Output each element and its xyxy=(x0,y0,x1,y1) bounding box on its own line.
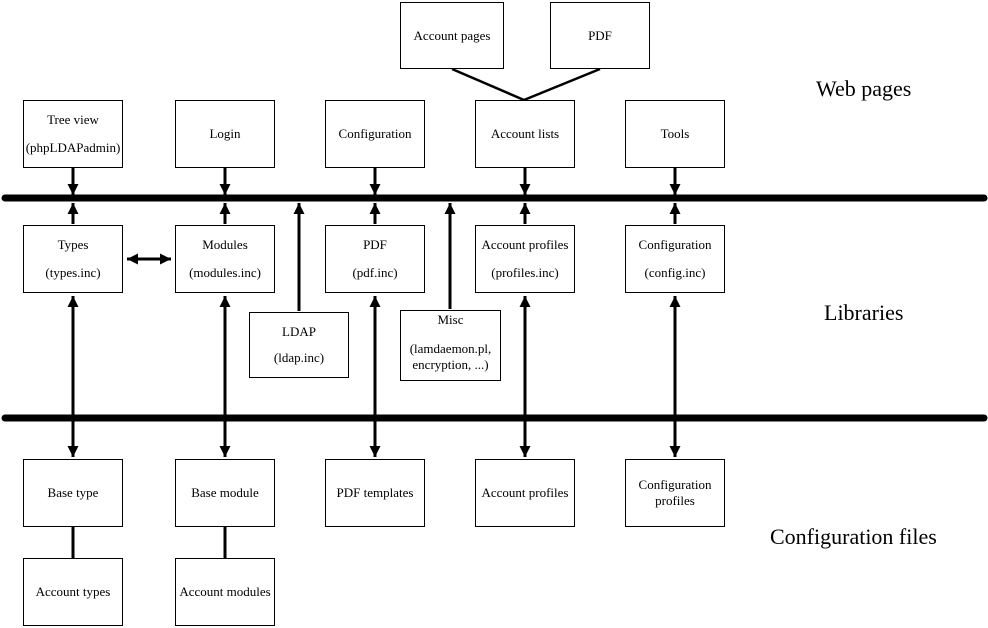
node-account-modules: Account modules xyxy=(175,558,275,626)
node-sublabel: (pdf.inc) xyxy=(352,264,398,280)
node-account-lists: Account lists xyxy=(475,100,575,168)
node-account-pages: Account pages xyxy=(400,2,504,69)
node-account-profiles-file: Account profiles xyxy=(475,459,575,527)
node-label: Login xyxy=(209,126,241,141)
node-label: Types xyxy=(57,237,89,253)
node-label: Configuration xyxy=(638,477,712,492)
node-sublabel: (phpLDAPadmin) xyxy=(25,139,121,155)
node-sublabel: encryption, ...) xyxy=(412,357,489,372)
line-pdf-to-account-lists xyxy=(523,67,601,102)
node-sublabel: profiles xyxy=(655,493,695,508)
section-label-web-pages: Web pages xyxy=(816,76,912,101)
node-pdf-lib: PDF (pdf.inc) xyxy=(325,225,425,293)
section-label-configuration-files: Configuration files xyxy=(770,524,937,549)
node-types: Types (types.inc) xyxy=(23,225,123,293)
node-label: PDF xyxy=(363,237,387,253)
node-base-module: Base module xyxy=(175,459,275,527)
node-modules: Modules (modules.inc) xyxy=(175,225,275,293)
node-label: Tools xyxy=(660,126,690,141)
node-configuration-lib: Configuration (config.inc) xyxy=(625,225,725,293)
node-sublabel: (lamdaemon.pl, xyxy=(409,341,492,356)
node-label: LDAP xyxy=(282,323,316,339)
node-label: Base module xyxy=(191,485,259,500)
node-label: Account profiles xyxy=(481,237,569,253)
node-sublabel: (profiles.inc) xyxy=(491,264,559,280)
section-label-libraries: Libraries xyxy=(824,300,904,325)
node-pdf-templates: PDF templates xyxy=(325,459,425,527)
node-label: Account pages xyxy=(413,27,491,43)
node-label: Base type xyxy=(47,485,99,500)
node-configuration-profiles: Configuration profiles xyxy=(625,459,725,527)
node-label: Account profiles xyxy=(481,485,569,500)
node-label: Misc xyxy=(437,312,464,327)
node-label: PDF templates xyxy=(336,485,414,500)
node-login: Login xyxy=(175,100,275,168)
line-account-pages-to-account-lists xyxy=(451,67,525,102)
node-tree-view: Tree view (phpLDAPadmin) xyxy=(23,100,123,168)
node-label: PDF xyxy=(588,27,612,43)
node-label: Configuration xyxy=(638,237,712,253)
node-misc: Misc (lamdaemon.pl, encryption, ...) xyxy=(400,310,501,381)
node-sublabel: (config.inc) xyxy=(644,264,706,280)
node-sublabel: (ldap.inc) xyxy=(273,350,325,366)
node-label: Account types xyxy=(35,584,111,599)
node-configuration-page: Configuration xyxy=(325,100,425,168)
node-base-type: Base type xyxy=(23,459,123,527)
node-pdf-page: PDF xyxy=(550,2,650,69)
node-label: Tree view xyxy=(47,112,99,128)
node-label: Account modules xyxy=(179,584,271,599)
node-tools: Tools xyxy=(625,100,725,168)
node-label: Modules xyxy=(202,237,248,253)
node-sublabel: (modules.inc) xyxy=(189,264,261,280)
node-label: Configuration xyxy=(338,126,412,141)
node-account-types: Account types xyxy=(23,558,123,626)
node-ldap: LDAP (ldap.inc) xyxy=(249,312,349,378)
node-label: Account lists xyxy=(490,126,560,141)
node-sublabel: (types.inc) xyxy=(45,264,101,280)
node-account-profiles-lib: Account profiles (profiles.inc) xyxy=(475,225,575,293)
